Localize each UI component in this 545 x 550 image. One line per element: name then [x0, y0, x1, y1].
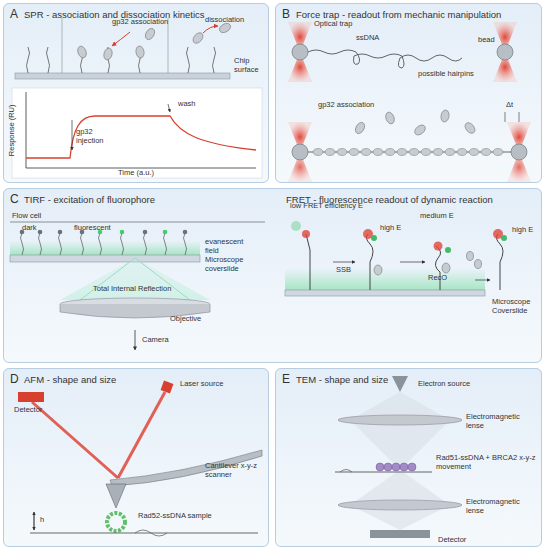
- annotation-label: ssDNA: [356, 34, 379, 43]
- annotation-label: Total Internal Reflection: [93, 285, 171, 294]
- panel-box: CTIRF - excitation of fluorophoreFRET - …: [3, 188, 542, 363]
- annotation-label: gp32 injection: [76, 128, 116, 145]
- annotation-label: Detector: [438, 536, 466, 545]
- annotation-label: evanescent field: [205, 238, 247, 255]
- annotation-label: gp32 association: [318, 101, 374, 110]
- annotation-label: medium E: [420, 212, 454, 221]
- annotation-label: low FRET efficiency E: [290, 202, 380, 211]
- panel-title: TEM - shape and size: [296, 374, 388, 385]
- annotation-label: fluorescent: [74, 224, 111, 233]
- annotation-label: Objective: [170, 315, 201, 324]
- annotation-label: h: [40, 516, 44, 525]
- annotation-label: wash: [178, 100, 196, 109]
- annotation-label: dissociation: [205, 16, 244, 25]
- annotation-label: Rad52-ssDNA sample: [138, 512, 212, 521]
- annotation-label: high E: [512, 226, 533, 235]
- annotation-label: Camera: [142, 336, 169, 345]
- panel-title: AFM - shape and size: [24, 374, 116, 385]
- annotation-label: high E: [380, 224, 401, 233]
- panel-box: B Force trap - readout from mechanic mani…: [275, 3, 542, 183]
- annotation-label: Electron source: [418, 380, 470, 389]
- annotation-label: bead: [478, 36, 495, 45]
- panel-letter: B: [282, 7, 290, 21]
- annotation-label: Detector: [14, 406, 42, 415]
- annotation-label: Microscope coverslide: [205, 256, 265, 273]
- panel-title: Force trap - readout from mechanic manip…: [296, 9, 501, 20]
- annotation-label: Microscope Coverslide: [492, 298, 542, 315]
- annotation-label: Electromagnetic lense: [466, 498, 538, 515]
- annotation-label: Δt: [506, 101, 513, 110]
- panel-letter: D: [10, 372, 19, 386]
- annotation-label: gp32 association: [112, 18, 168, 27]
- annotation-label: Optical trap: [314, 20, 352, 29]
- annotation-label: Electromagnetic lense: [466, 413, 538, 430]
- panel-box: ASPR - association and dissociation kine…: [3, 3, 269, 183]
- annotation-label: RecO: [428, 274, 447, 283]
- panel-letter: A: [10, 7, 18, 21]
- annotation-label: Rad51-ssDNA + BRCA2 x-y-z movement: [436, 454, 536, 471]
- annotation-label: possible hairpins: [418, 70, 478, 79]
- panel-letter: C: [10, 192, 19, 206]
- panel-title: TIRF - excitation of fluorophore: [24, 194, 155, 205]
- annotation-label: Laser source: [180, 380, 223, 389]
- annotation-label: dark: [22, 224, 37, 233]
- annotation-label: Flow cell: [12, 212, 41, 221]
- annotation-label: Time (a.u.): [118, 169, 154, 178]
- annotation-label: Response (RU): [8, 104, 17, 156]
- annotation-label: Chip surface: [234, 57, 266, 74]
- annotation-label: Cantilever x-y-z scanner: [205, 462, 265, 479]
- annotation-label: SSB: [336, 266, 351, 275]
- panel-letter: E: [282, 372, 290, 386]
